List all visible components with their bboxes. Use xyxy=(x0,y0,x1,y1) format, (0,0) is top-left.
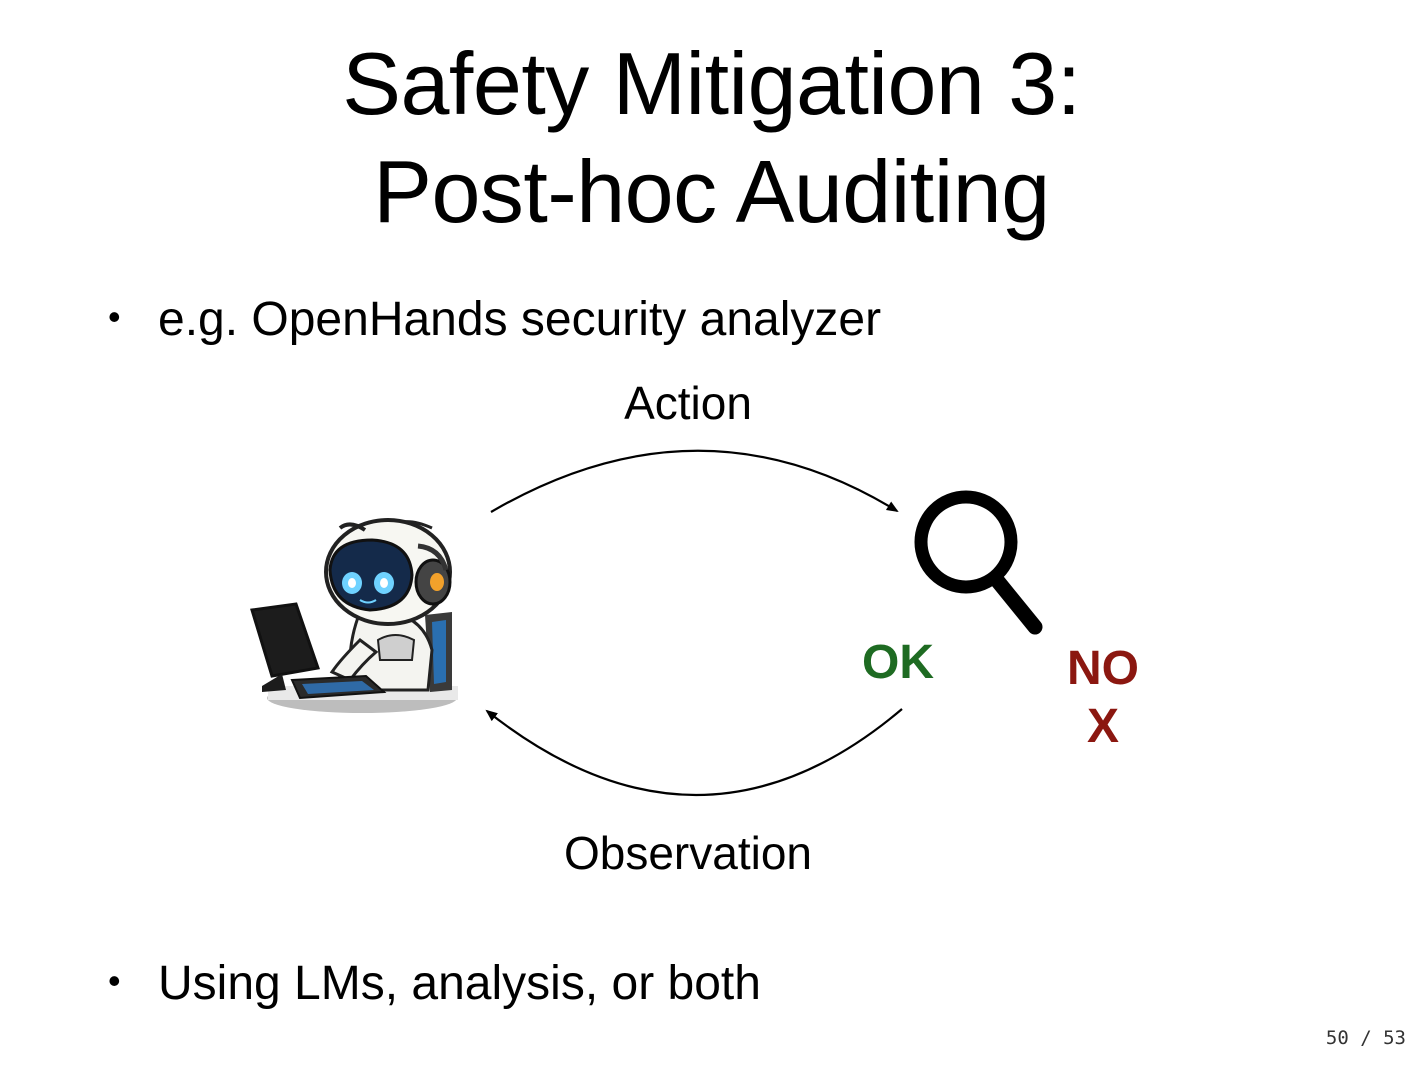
reject-label: NO X xyxy=(1053,640,1153,756)
bullet-item: • Using LMs, analysis, or both xyxy=(108,953,761,1012)
ok-label: OK xyxy=(862,636,934,689)
observation-label: Observation xyxy=(563,827,812,879)
bullet-marker: • xyxy=(108,960,121,1001)
bullet-text: e.g. OpenHands security analyzer xyxy=(158,293,882,346)
slide-title: Safety Mitigation 3: Post-hoc Auditing xyxy=(0,30,1423,246)
observation-arrow xyxy=(485,708,903,796)
bullet-marker: • xyxy=(108,296,121,337)
title-line-1: Safety Mitigation 3: xyxy=(342,34,1081,133)
robot-at-computer-icon xyxy=(250,518,458,713)
action-label: Action xyxy=(624,377,752,429)
action-arrow xyxy=(490,449,899,513)
page-number: 50 / 53 xyxy=(1325,1027,1406,1049)
no-label: NO xyxy=(1067,642,1139,695)
bullet-item: • e.g. OpenHands security analyzer xyxy=(108,289,881,348)
x-label: X xyxy=(1086,700,1119,753)
magnifying-glass-icon xyxy=(914,490,1043,635)
title-line-2: Post-hoc Auditing xyxy=(373,142,1050,241)
bullet-text: Using LMs, analysis, or both xyxy=(158,957,761,1010)
